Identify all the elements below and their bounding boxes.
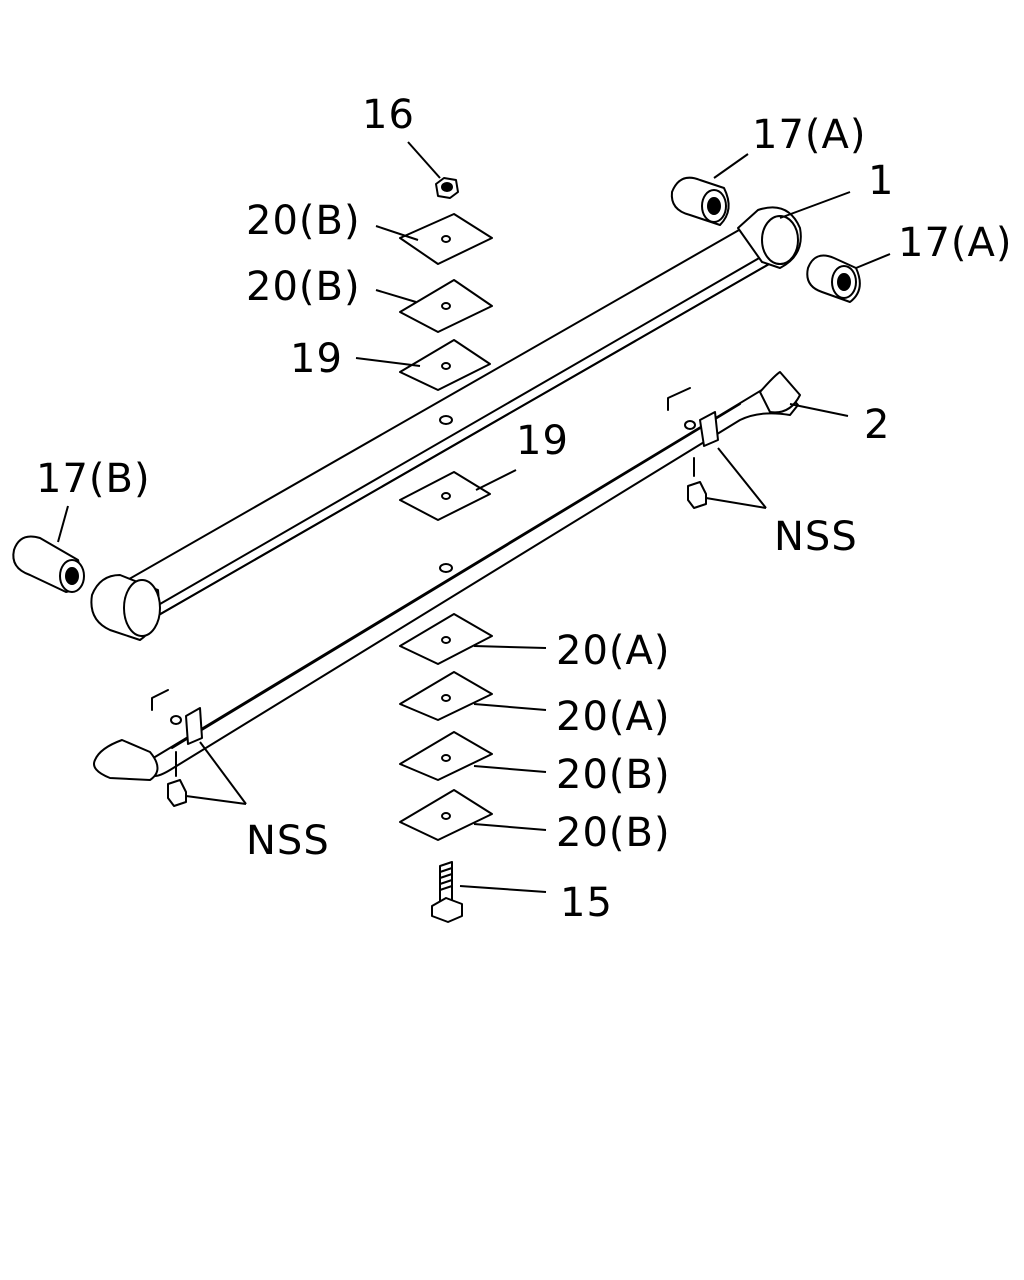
callout-nss-left: NSS: [246, 818, 330, 864]
bushing-17a-top: [670, 176, 730, 226]
shim-plates: [399, 213, 493, 841]
nss-bolt-left: [167, 751, 187, 807]
callout-17a-right: 17(A): [898, 220, 1012, 266]
callout-20b-upper-2: 20(B): [246, 264, 361, 310]
callout-nss-right: NSS: [774, 514, 858, 560]
callout-15: 15: [560, 880, 613, 926]
bushing-17b: [12, 535, 85, 593]
callout-20a-2: 20(A): [556, 694, 670, 740]
bushing-17a-right: [806, 254, 861, 303]
callout-20b-lower-1: 20(B): [556, 752, 671, 798]
callout-17b: 17(B): [36, 456, 151, 502]
bolt-15: [431, 861, 463, 923]
callout-19-top: 19: [290, 336, 343, 382]
callout-20b-upper-1: 20(B): [246, 198, 361, 244]
callout-2: 2: [864, 402, 890, 448]
nut-16: [435, 177, 459, 199]
leader-lines: [57, 141, 891, 893]
callout-17a-top: 17(A): [752, 112, 866, 158]
callout-16: 16: [362, 92, 415, 138]
second-leaf-spring-2: [93, 371, 801, 781]
callout-20b-lower-2: 20(B): [556, 810, 671, 856]
callout-19-mid: 19: [516, 418, 569, 464]
callout-1: 1: [868, 158, 894, 204]
callout-20a-1: 20(A): [556, 628, 670, 674]
nss-bolt-right: [687, 457, 707, 509]
main-leaf-spring-1: [90, 206, 802, 641]
